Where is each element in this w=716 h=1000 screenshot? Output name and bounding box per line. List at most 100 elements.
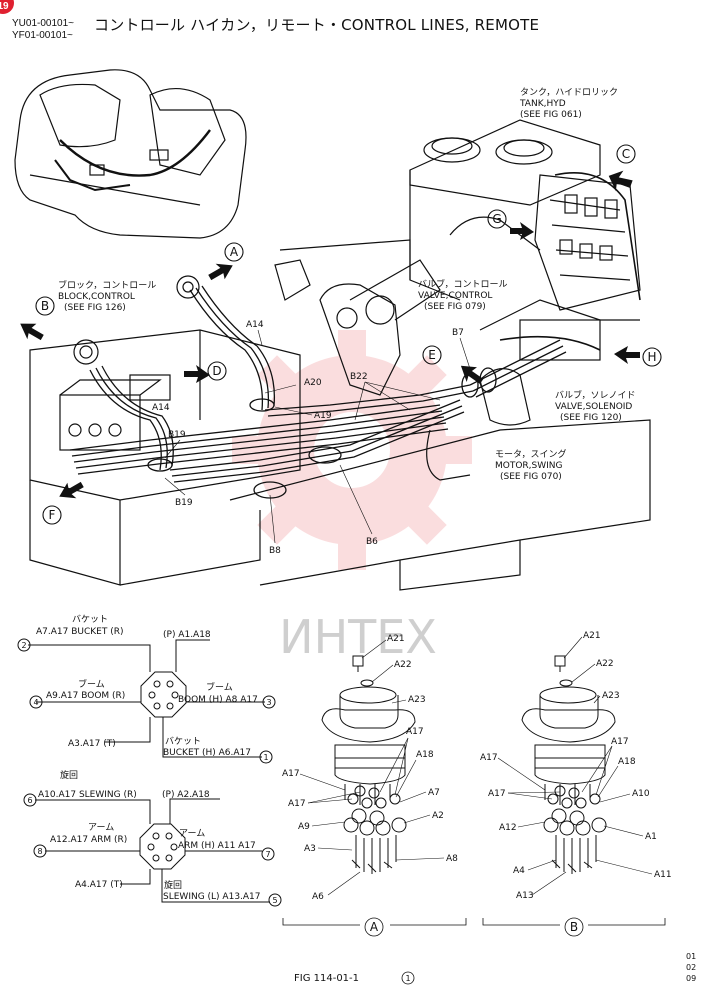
detail-b-a18: A18 bbox=[618, 757, 636, 767]
callout-tank-en: TANK,HYD bbox=[519, 99, 566, 109]
detail-b-a21: A21 bbox=[583, 631, 601, 641]
label-a14-left: A14 bbox=[152, 403, 170, 413]
label-b8: B8 bbox=[269, 546, 281, 556]
detail-a-circle-label: A bbox=[370, 920, 379, 934]
detail-b-labels: A21 A22 A23 A17 A18 A17 A17 A10 A12 A1 A… bbox=[480, 631, 672, 901]
callout-block-jp: ブロック，コントロール bbox=[58, 279, 156, 291]
port-num-5: 5 bbox=[272, 896, 277, 905]
page-title: コントロール ハイカン，リモート・CONTROL LINES, REMOTE bbox=[94, 16, 540, 34]
detail-a-a9: A9 bbox=[298, 822, 310, 832]
callout-valve-en: VALVE,CONTROL bbox=[418, 291, 492, 301]
port-b-arm-h: ARM (H) A11 A17 bbox=[178, 841, 256, 851]
detail-b-a17c: A17 bbox=[488, 789, 506, 799]
detail-a-a2: A2 bbox=[432, 811, 444, 821]
port-num-4: 4 bbox=[33, 698, 38, 707]
detail-b-leaders bbox=[497, 636, 653, 896]
view-letter-a: A bbox=[230, 245, 239, 259]
detail-a-a17c: A17 bbox=[288, 799, 306, 809]
detail-a-a22: A22 bbox=[394, 660, 412, 670]
callouts: タンク，ハイドロリック TANK,HYD (SEE FIG 061) ブロック，… bbox=[58, 87, 636, 482]
callout-valve-ref: (SEE FIG 079) bbox=[424, 302, 486, 312]
view-letter-circles bbox=[35, 144, 662, 525]
port-a-bucket-h: BUCKET (H) A6.A17 bbox=[163, 748, 251, 758]
label-a20: A20 bbox=[304, 378, 322, 388]
view-letter-b: B bbox=[41, 299, 49, 313]
detail-b-a4: A4 bbox=[513, 866, 525, 876]
watermark-text: ИНТЕХ bbox=[279, 610, 437, 664]
callout-tank-jp: タンク，ハイドロリック bbox=[520, 87, 618, 98]
view-letter-g: G bbox=[492, 212, 501, 226]
label-b22: B22 bbox=[350, 372, 368, 382]
callout-valve-jp: バルブ，コントロール bbox=[418, 278, 508, 290]
callout-sol-jp: バルブ，ソレノイド bbox=[555, 389, 636, 401]
callout-sol-en: VALVE,SOLENOID bbox=[555, 402, 632, 412]
machine-overview-sketch bbox=[14, 69, 247, 239]
detail-b-valve-drawing bbox=[521, 655, 616, 874]
serial-code-2: YF01-00101~ bbox=[12, 30, 73, 41]
main-part-labels: A14 A14 A20 A19 B22 B7 B19 B19 B8 B6 bbox=[152, 320, 464, 556]
label-b19-b: B19 bbox=[175, 498, 193, 508]
port-a-bucket-r: A7.A17 BUCKET (R) bbox=[36, 627, 123, 637]
hyd-tank-assembly bbox=[409, 119, 641, 361]
callout-block-ref: (SEE FIG 126) bbox=[64, 303, 126, 313]
port-num-7: 7 bbox=[265, 850, 270, 859]
port-num-2: 2 bbox=[21, 641, 26, 650]
port-a-boom-h-jp: ブーム bbox=[206, 681, 233, 693]
port-a-bucket-h-jp: バケット bbox=[165, 736, 201, 747]
detail-b-a12: A12 bbox=[499, 823, 517, 833]
revision-line-3: 09 bbox=[686, 974, 696, 983]
label-b19-a: B19 bbox=[168, 430, 186, 440]
detail-a-a21: A21 bbox=[387, 634, 405, 644]
detail-a-a23: A23 bbox=[408, 695, 426, 705]
revision-line-2: 02 bbox=[686, 963, 696, 972]
port-a-t: A3.A17 (T) bbox=[68, 739, 116, 749]
port-b-p: (P) A2.A18 bbox=[162, 790, 210, 800]
detail-a-a17a: A17 bbox=[406, 727, 424, 737]
callout-swing-ref: (SEE FIG 070) bbox=[500, 472, 562, 482]
port-b-slew-l: SLEWING (L) A13.A17 bbox=[163, 892, 261, 902]
port-b-arm-r: A12.A17 ARM (R) bbox=[50, 835, 127, 845]
view-letter-e: E bbox=[428, 348, 436, 362]
view-letter-f: F bbox=[49, 508, 56, 522]
view-letter-c: C bbox=[622, 147, 630, 161]
port-diagram-b bbox=[23, 793, 282, 907]
detail-b-a10: A10 bbox=[632, 789, 650, 799]
detail-b-a1: A1 bbox=[645, 832, 657, 842]
detail-b-bracket bbox=[482, 917, 666, 937]
revision-line-1: 01 bbox=[686, 952, 696, 961]
hose-bundles bbox=[69, 285, 567, 499]
page-badge: 19 bbox=[0, 0, 14, 14]
detail-b-a17b: A17 bbox=[480, 753, 498, 763]
figure-number: FIG 114-01-1 bbox=[294, 973, 359, 984]
revision-stamp: 01 02 09 bbox=[686, 952, 696, 983]
port-num-8: 8 bbox=[37, 847, 42, 856]
port-num-3: 3 bbox=[266, 698, 271, 707]
detail-b-a17a: A17 bbox=[611, 737, 629, 747]
figure-sheet-number: 1 bbox=[405, 974, 410, 983]
callout-swing-en: MOTOR,SWING bbox=[495, 461, 563, 471]
detail-a-valve-drawing bbox=[321, 655, 416, 874]
port-b-arm-h-jp: アーム bbox=[179, 828, 205, 839]
detail-a-labels: A21 A22 A23 A17 A18 A17 A17 A7 A9 A2 A3 … bbox=[282, 634, 458, 902]
port-num-1: 1 bbox=[263, 753, 268, 762]
label-a14-top: A14 bbox=[246, 320, 264, 330]
view-letter-h: H bbox=[647, 350, 656, 364]
port-a-boom-h: BOOM (H) A8 A17 bbox=[178, 695, 258, 705]
port-b-slew-jp: 旋回 bbox=[60, 769, 78, 781]
serial-code-1: YU01-00101~ bbox=[12, 18, 74, 29]
figure-sheet-circle bbox=[401, 971, 415, 985]
port-a-boom-r: A9.A17 BOOM (R) bbox=[46, 691, 125, 701]
port-b-texts: 旋回 A10.A17 SLEWING (R) (P) A2.A18 アーム A1… bbox=[27, 769, 277, 905]
callout-block-en: BLOCK,CONTROL bbox=[58, 292, 135, 302]
detail-b-a11: A11 bbox=[654, 870, 672, 880]
view-letter-d: D bbox=[212, 364, 221, 378]
port-b-slew-r: A10.A17 SLEWING (R) bbox=[38, 790, 137, 800]
detail-b-a23: A23 bbox=[602, 691, 620, 701]
callout-sol-ref: (SEE FIG 120) bbox=[560, 413, 622, 423]
detail-b-a22: A22 bbox=[596, 659, 614, 669]
port-b-slew-l-jp: 旋回 bbox=[164, 879, 182, 891]
port-b-arm-jp: アーム bbox=[88, 822, 114, 833]
port-diagram-a bbox=[17, 638, 276, 764]
label-b7: B7 bbox=[452, 328, 464, 338]
